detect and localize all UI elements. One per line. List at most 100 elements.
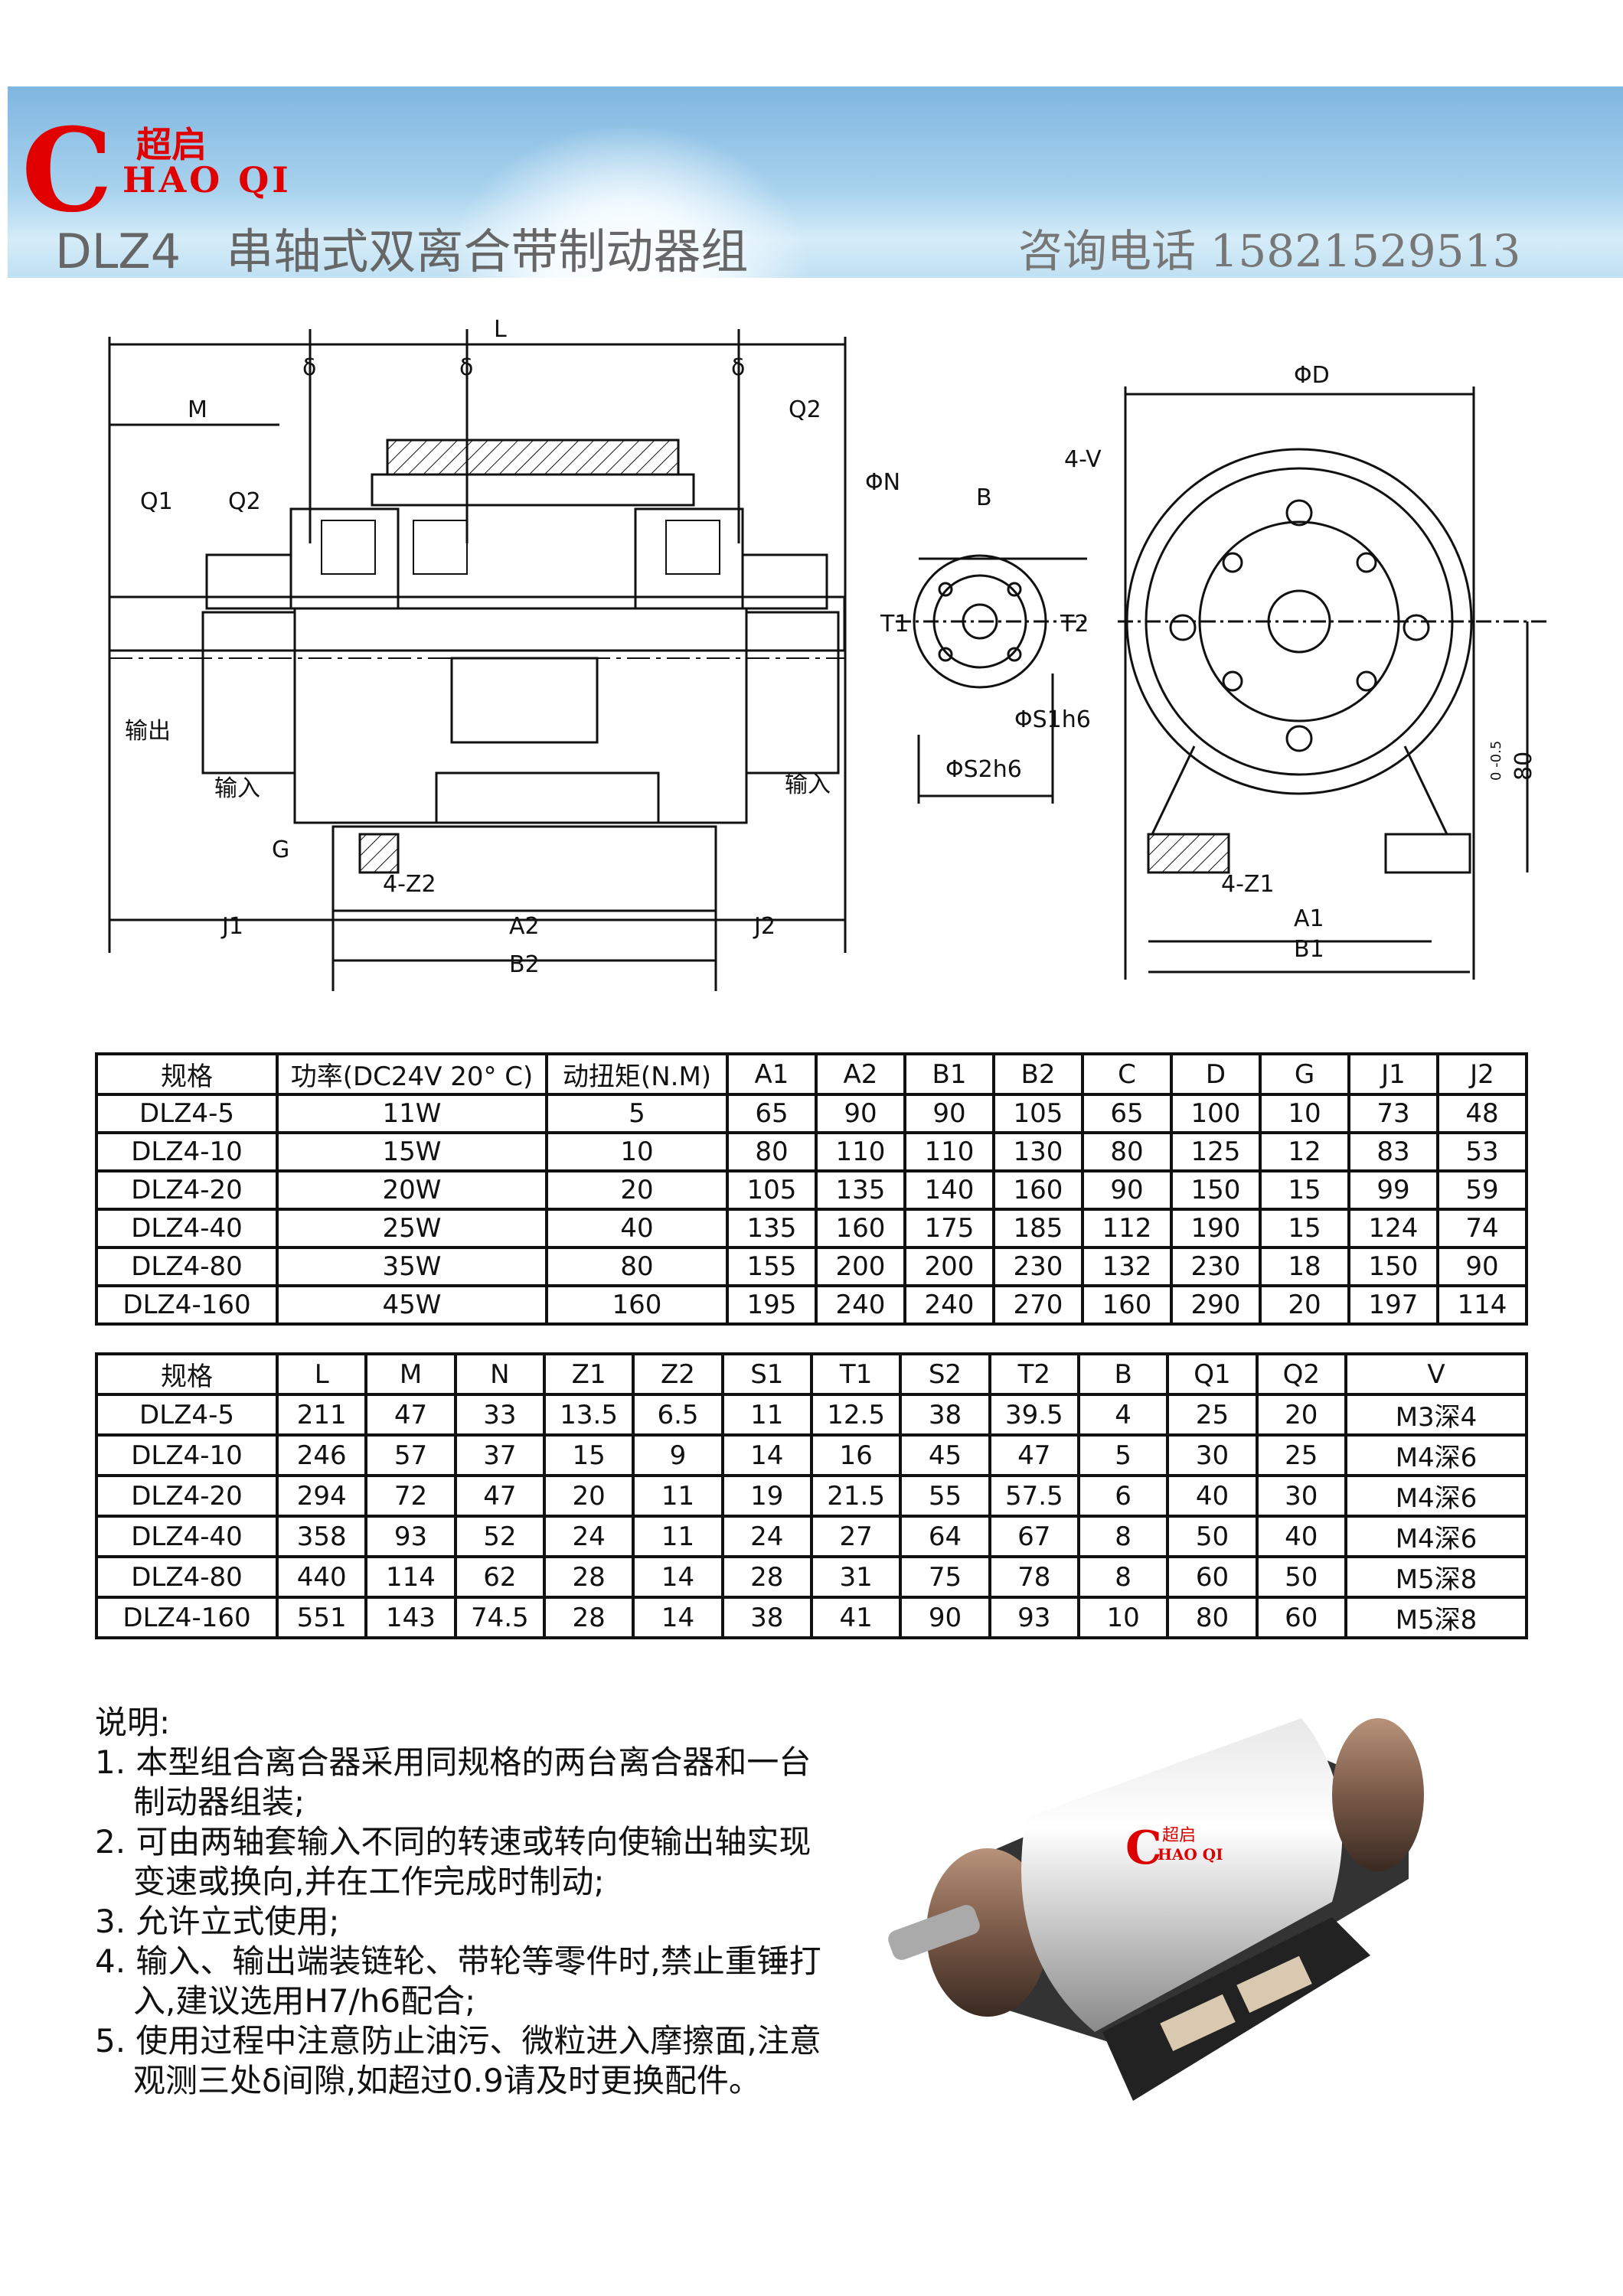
- table-cell: 93: [364, 1515, 457, 1558]
- table-cell: 132: [1081, 1246, 1173, 1287]
- table-cell: 60: [1255, 1596, 1348, 1639]
- front-view: [108, 329, 847, 991]
- photo-logo-en: HAO QI: [1158, 1845, 1223, 1864]
- table-cell: 65: [1081, 1093, 1173, 1134]
- dim-delta-2: δ: [459, 354, 473, 381]
- table-cell: DLZ4-10: [95, 1131, 279, 1172]
- dim-D: ΦD: [1294, 362, 1330, 389]
- column-header: M: [364, 1352, 457, 1396]
- column-header: Q1: [1166, 1352, 1259, 1396]
- table-cell: 93: [988, 1596, 1080, 1639]
- table-cell: 52: [453, 1515, 546, 1558]
- phone-info: 咨询电话 15821529513: [1018, 215, 1520, 279]
- table-cell: 8: [1076, 1555, 1170, 1599]
- table-cell: 10: [545, 1131, 729, 1172]
- table-cell: 37: [453, 1433, 546, 1477]
- table-cell: 197: [1347, 1284, 1439, 1326]
- table-cell: 160: [545, 1284, 729, 1326]
- table-cell: 140: [903, 1169, 995, 1211]
- table-cell: 20W: [276, 1169, 548, 1211]
- table-cell: 13.5: [542, 1393, 635, 1437]
- table-cell: 57: [364, 1433, 457, 1477]
- table-cell: 28: [542, 1555, 635, 1599]
- column-header: G: [1259, 1052, 1350, 1096]
- dim-M: M: [188, 396, 207, 423]
- table-cell: 35W: [276, 1246, 548, 1287]
- table-cell: 18: [1259, 1246, 1350, 1287]
- table-cell: 100: [1170, 1093, 1262, 1134]
- table-cell: 8: [1076, 1515, 1170, 1558]
- column-header: Z2: [632, 1352, 724, 1396]
- column-header: 规格: [95, 1352, 279, 1396]
- table-cell: 48: [1436, 1093, 1528, 1134]
- table-cell: 11: [632, 1474, 724, 1518]
- table-cell: 20: [545, 1169, 729, 1211]
- table-cell: 5: [1076, 1433, 1170, 1477]
- table-cell: 143: [364, 1596, 457, 1639]
- table-cell: 290: [1170, 1284, 1262, 1326]
- table-cell: 75: [899, 1555, 991, 1599]
- table-cell: 57.5: [988, 1474, 1080, 1518]
- table-cell: 90: [815, 1093, 906, 1134]
- table-cell: 40: [1255, 1515, 1348, 1558]
- column-header: Q2: [1255, 1352, 1348, 1396]
- table-cell: 10: [1076, 1596, 1170, 1639]
- table-cell: DLZ4-10: [95, 1433, 279, 1477]
- dim-T2: T2: [1060, 611, 1089, 638]
- table-cell: 246: [275, 1433, 368, 1477]
- dim-delta-3: δ: [731, 354, 745, 381]
- column-header: N: [453, 1352, 546, 1396]
- table-cell: 90: [899, 1596, 991, 1639]
- table-cell: 11: [720, 1393, 813, 1437]
- table-cell: 47: [988, 1433, 1080, 1477]
- table-cell: 47: [364, 1393, 457, 1437]
- table-cell: DLZ4-80: [95, 1555, 279, 1599]
- note-item: 1. 本型组合离合器采用同规格的两台离合器和一台制动器组装;: [95, 1743, 812, 1821]
- table-cell: 20: [1259, 1284, 1350, 1326]
- table-cell: 15: [542, 1433, 635, 1477]
- column-header: C: [1081, 1052, 1173, 1096]
- table-cell: 73: [1347, 1093, 1439, 1134]
- column-header: Z1: [542, 1352, 635, 1396]
- side-view-small: [896, 554, 1087, 804]
- table-cell: 11W: [276, 1093, 548, 1134]
- table-cell: 41: [809, 1596, 903, 1639]
- table-cell: 59: [1436, 1169, 1528, 1211]
- table-cell: 30: [1255, 1474, 1348, 1518]
- table-cell: 135: [815, 1169, 906, 1211]
- table-cell: 20: [542, 1474, 635, 1518]
- dim-B2: B2: [509, 951, 540, 978]
- table-cell: 358: [275, 1515, 368, 1558]
- table-cell: M4深6: [1344, 1515, 1528, 1558]
- table-cell: 25: [1166, 1393, 1259, 1437]
- table-cell: 78: [988, 1555, 1080, 1599]
- product-photo: C 超启 HAO QI: [888, 1718, 1424, 2101]
- table-cell: 114: [1436, 1284, 1528, 1326]
- table-cell: 15: [1259, 1169, 1350, 1211]
- column-header: T1: [809, 1352, 903, 1396]
- logo-letter: C: [21, 103, 113, 238]
- dim-Q2-right: Q2: [789, 396, 821, 423]
- note-item: 2. 可由两轴套输入不同的转速或转向使输出轴实现变速或换向,并在工作完成时制动;: [95, 1823, 812, 1900]
- table-cell: 39.5: [988, 1393, 1080, 1437]
- dim-L: L: [494, 316, 507, 343]
- logo-cn: 超启: [136, 124, 207, 165]
- table-cell: 150: [1347, 1246, 1439, 1287]
- table-cell: 62: [453, 1555, 546, 1599]
- table-cell: DLZ4-160: [95, 1284, 279, 1326]
- table-cell: 16: [809, 1433, 903, 1477]
- table-cell: 155: [726, 1246, 818, 1287]
- table-cell: 50: [1166, 1515, 1259, 1558]
- table-cell: 270: [992, 1284, 1084, 1326]
- dim-A2: A2: [509, 913, 540, 940]
- column-header: A1: [726, 1052, 818, 1096]
- table-cell: 25: [1255, 1433, 1348, 1477]
- column-header: D: [1170, 1052, 1262, 1096]
- table-cell: M5深8: [1344, 1555, 1528, 1599]
